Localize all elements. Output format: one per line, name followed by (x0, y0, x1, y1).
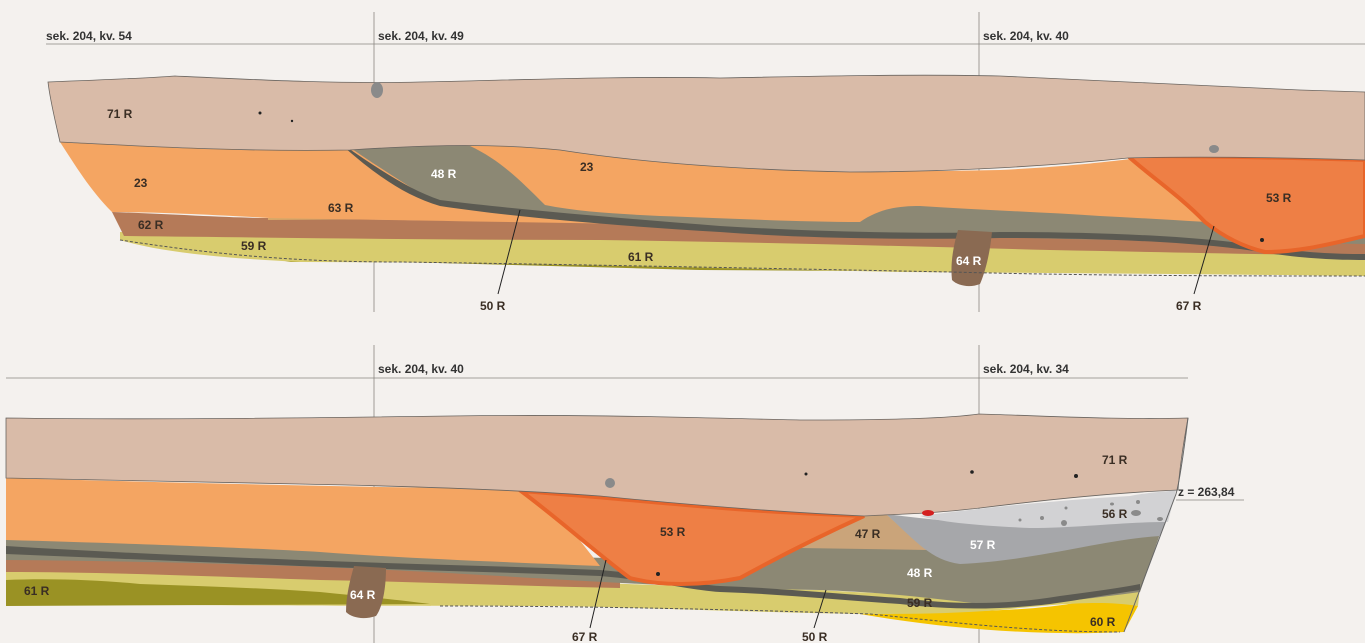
leader-67r-bottom (589, 559, 607, 629)
label-64r-bottom: 64 R (350, 588, 376, 602)
layer-50r-bottom (6, 546, 1140, 609)
leader-50r-bottom (813, 589, 827, 629)
label-50r-bottom: 50 R (802, 630, 828, 643)
label-48r-top: 48 R (431, 167, 457, 181)
layer-62r-bottom (6, 556, 620, 588)
section-label-kv49: sek. 204, kv. 49 (378, 29, 464, 43)
label-23-top-left: 23 (134, 176, 148, 190)
layer-57r-bottom (886, 514, 1166, 564)
section-label-kv54: sek. 204, kv. 54 (46, 29, 132, 43)
layer-56r-bottom (920, 490, 1176, 528)
label-56r-bottom: 56 R (1102, 507, 1128, 521)
section-label-kv34: sek. 204, kv. 34 (983, 362, 1069, 376)
leader-67r-top (1193, 225, 1215, 295)
label-62r-top: 62 R (138, 218, 164, 232)
stone (1061, 520, 1067, 526)
label-64r-top: 64 R (956, 254, 982, 268)
layer-23-bottom (6, 478, 600, 566)
label-53r-bottom: 53 R (660, 525, 686, 539)
label-57r-bottom: 57 R (970, 538, 996, 552)
stone (1209, 145, 1219, 153)
label-59r-top: 59 R (241, 239, 267, 253)
profile-top: sek. 204, kv. 54 sek. 204, kv. 49 sek. 2… (46, 12, 1365, 313)
label-61r-top: 61 R (628, 250, 654, 264)
label-23-top-right: 23 (580, 160, 594, 174)
layer-60r-bottom (860, 601, 1138, 634)
label-60r-bottom: 60 R (1090, 615, 1116, 629)
label-59r-bottom: 59 R (907, 596, 933, 610)
profile-bottom: sek. 204, kv. 40 sek. 204, kv. 34 z = 26… (5, 345, 1244, 643)
stone (1110, 502, 1114, 506)
stone (605, 478, 615, 488)
layer-71r-top (47, 74, 1365, 173)
layer-64r-bottom (346, 566, 386, 619)
stone (1040, 516, 1044, 520)
label-63r-top: 63 R (328, 201, 354, 215)
charcoal-dot (804, 472, 808, 476)
charcoal-dot (1260, 238, 1264, 242)
stone (371, 82, 383, 98)
layer-59r-top (120, 232, 1365, 276)
layer-61r-bottom (6, 579, 430, 606)
label-61r-bottom: 61 R (24, 584, 50, 598)
layer-53r-bottom (514, 488, 865, 586)
label-67r-top: 67 R (1176, 299, 1202, 313)
label-53r-top: 53 R (1266, 191, 1292, 205)
charcoal-dot (258, 111, 262, 115)
label-47r-bottom: 47 R (855, 527, 881, 541)
red-inclusion (922, 510, 934, 516)
stone (1018, 518, 1022, 522)
charcoal-dot (970, 470, 974, 474)
label-67r-bottom: 67 R (572, 630, 598, 643)
label-48r-bottom: 48 R (907, 566, 933, 580)
elevation-label: z = 263,84 (1178, 485, 1235, 499)
charcoal-dot (290, 119, 294, 123)
layer-62r-top (112, 212, 1365, 256)
section-label-kv40-top: sek. 204, kv. 40 (983, 29, 1069, 43)
base-line-bottom (439, 605, 1121, 633)
label-71r-top: 71 R (107, 107, 133, 121)
base-line-top (119, 239, 1365, 277)
stone (1064, 506, 1068, 510)
section-edge-right (1123, 417, 1189, 633)
stone (1131, 510, 1141, 516)
stone (1136, 500, 1140, 504)
charcoal-dot (656, 572, 660, 576)
stone (1157, 517, 1163, 521)
layer-71r-bottom (5, 413, 1189, 517)
charcoal-dot (1074, 474, 1078, 478)
label-71r-bottom: 71 R (1102, 453, 1128, 467)
section-label-kv40-bottom: sek. 204, kv. 40 (378, 362, 464, 376)
leader-50r-top (497, 209, 521, 295)
label-50r-top: 50 R (480, 299, 506, 313)
